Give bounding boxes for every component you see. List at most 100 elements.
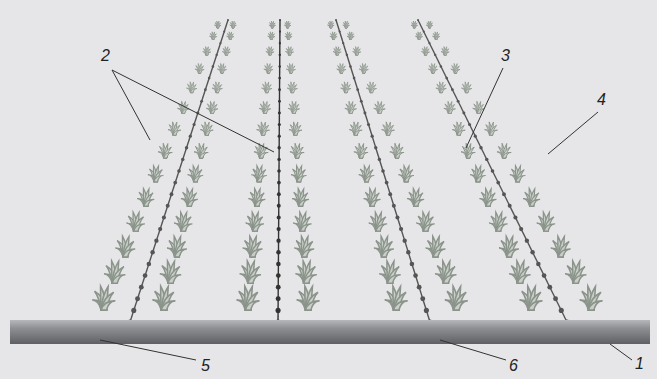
emitter (417, 285, 422, 290)
emitter (276, 262, 281, 267)
plant (167, 236, 187, 257)
plant (452, 122, 465, 135)
emitter (462, 111, 465, 114)
plant (217, 63, 226, 73)
plant (115, 236, 135, 257)
emitter (392, 204, 396, 208)
emitter (154, 239, 158, 243)
emitter (277, 169, 281, 173)
plant (435, 261, 456, 283)
plant (268, 32, 275, 40)
plant (461, 143, 475, 158)
emitter (356, 88, 359, 91)
emitter (277, 227, 281, 231)
emitter (440, 65, 442, 67)
plant (246, 212, 264, 231)
emitter (150, 250, 154, 254)
emitter (276, 273, 281, 278)
emitter (417, 19, 419, 21)
emitter (335, 19, 337, 21)
plant (333, 47, 341, 56)
plant (510, 165, 526, 181)
plant (411, 21, 418, 28)
emitter (395, 215, 399, 219)
emitter (277, 146, 280, 149)
plant (520, 286, 543, 310)
plant (194, 143, 208, 158)
plant (262, 82, 272, 93)
emitter (277, 204, 281, 208)
plant (148, 165, 164, 181)
plant (497, 143, 511, 158)
emitter (346, 54, 348, 56)
plant (432, 32, 439, 40)
plant (382, 122, 395, 135)
emitter (162, 215, 166, 219)
emitter (200, 100, 203, 103)
emitter (388, 192, 392, 196)
plant (385, 286, 408, 310)
plant (160, 261, 181, 283)
emitter (406, 250, 410, 254)
plant (188, 165, 204, 181)
emitter (530, 250, 534, 254)
plant (485, 122, 498, 135)
emitter (513, 215, 517, 219)
plant (426, 236, 446, 257)
emitter (342, 42, 344, 44)
plant (426, 21, 433, 28)
plant (297, 286, 320, 310)
emitter (363, 111, 366, 114)
emitter (204, 88, 207, 91)
plant (421, 47, 429, 56)
emitter (177, 169, 181, 173)
emitter (223, 31, 225, 33)
emitter (374, 146, 377, 149)
emitter (502, 192, 506, 196)
plant (251, 165, 267, 181)
emitter (276, 296, 281, 301)
plant (509, 261, 530, 283)
plant (286, 63, 295, 73)
plant (266, 47, 274, 56)
emitter (399, 227, 403, 231)
emitter (131, 308, 136, 313)
plant (195, 63, 204, 73)
emitter (277, 192, 281, 196)
emitter (547, 285, 552, 290)
callout-number: 6 (508, 358, 519, 374)
emitter (227, 19, 229, 21)
plant (499, 236, 519, 257)
emitter (468, 123, 471, 126)
drip-line (336, 20, 430, 322)
plant (359, 165, 375, 181)
leader-lines (100, 68, 632, 360)
plant (407, 188, 424, 206)
emitter (385, 181, 389, 185)
plant (158, 143, 172, 158)
emitter (349, 65, 351, 67)
plant (269, 21, 276, 28)
plant (240, 261, 261, 283)
plant (285, 47, 293, 56)
plant (537, 212, 555, 231)
emitter (277, 215, 281, 219)
emitter (189, 135, 192, 138)
emitter (278, 135, 281, 138)
emitter (360, 100, 363, 103)
emitter (451, 88, 454, 91)
emitter (185, 146, 188, 149)
plant (248, 188, 265, 206)
plant (186, 82, 196, 93)
drip-line (418, 20, 567, 322)
plant (259, 101, 271, 113)
emitter (445, 77, 448, 80)
plant (445, 286, 468, 310)
emitter (135, 296, 140, 301)
emitter (278, 88, 281, 91)
emitter (479, 146, 482, 149)
callout-number: 1 (634, 356, 645, 372)
plant (264, 63, 273, 73)
plant (369, 212, 387, 231)
emitter (170, 192, 174, 196)
